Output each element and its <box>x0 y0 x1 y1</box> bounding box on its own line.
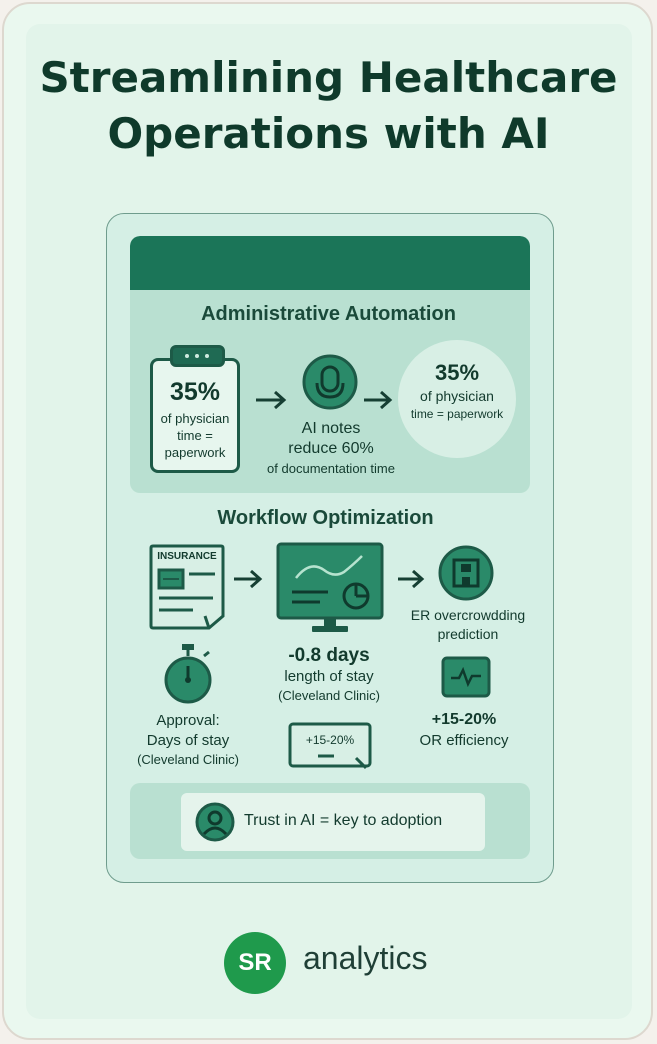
clipboard-percent: 35% <box>169 378 221 406</box>
hospital-icon <box>438 545 494 601</box>
or-label: OR efficiency <box>419 732 509 749</box>
circle-text-2: time = paperwork <box>410 407 504 421</box>
approval-text-2: Days of stay <box>146 732 230 749</box>
or-value: +15-20% <box>431 711 497 728</box>
stat-circle <box>398 340 516 458</box>
circle-percent: 35% <box>434 360 480 385</box>
los-value: -0.8 days <box>288 645 370 666</box>
user-icon <box>195 802 235 842</box>
insurance-label: INSURANCE <box>157 551 217 562</box>
arrow-right-icon <box>398 569 425 589</box>
approval-text-3: (Cleveland Clinic) <box>137 752 239 767</box>
heartbeat-monitor-icon <box>441 656 491 698</box>
arrow-right-icon <box>364 390 393 410</box>
ai-notes-text-3: of documentation time <box>267 461 395 476</box>
ai-notes-text-2: reduce 60% <box>288 440 374 457</box>
clipboard-text-1: of physician <box>160 411 230 426</box>
clipboard-text-2: time = <box>177 428 213 443</box>
los-text-1: length of stay <box>284 668 374 685</box>
stopwatch-icon <box>164 644 212 704</box>
admin-section-title: Administrative Automation <box>201 303 456 325</box>
title-line-2: Operations with AI <box>107 109 550 158</box>
clipboard-icon <box>150 358 240 473</box>
microphone-icon <box>302 354 358 410</box>
trust-text: Trust in AI = key to adoption <box>244 812 443 829</box>
clipboard-text-3: paperwork <box>164 445 226 460</box>
admin-panel-header <box>130 236 530 290</box>
arrow-right-icon <box>234 569 263 589</box>
sr-logo: SR <box>224 932 286 994</box>
approval-text-1: Approval: <box>156 712 220 729</box>
brand-name: analytics <box>303 940 428 976</box>
er-text-1: ER overcrowdding <box>410 607 526 623</box>
title-line-1: Streamlining Healthcare <box>39 53 618 102</box>
page-title: Streamlining Healthcare Operations with … <box>0 50 657 162</box>
chalkboard-icon <box>288 722 372 770</box>
los-text-2: (Cleveland Clinic) <box>278 688 380 703</box>
arrow-right-icon <box>256 390 287 410</box>
badge-text: +15-20% <box>305 733 355 747</box>
circle-text-1: of physician <box>420 388 494 404</box>
monitor-chart-icon <box>276 542 384 632</box>
er-text-2: prediction <box>437 626 499 642</box>
clipboard-dots <box>185 354 209 358</box>
insurance-form-icon <box>149 544 225 630</box>
ai-notes-text-1: AI notes <box>301 420 361 437</box>
workflow-section-title: Workflow Optimization <box>217 507 434 529</box>
